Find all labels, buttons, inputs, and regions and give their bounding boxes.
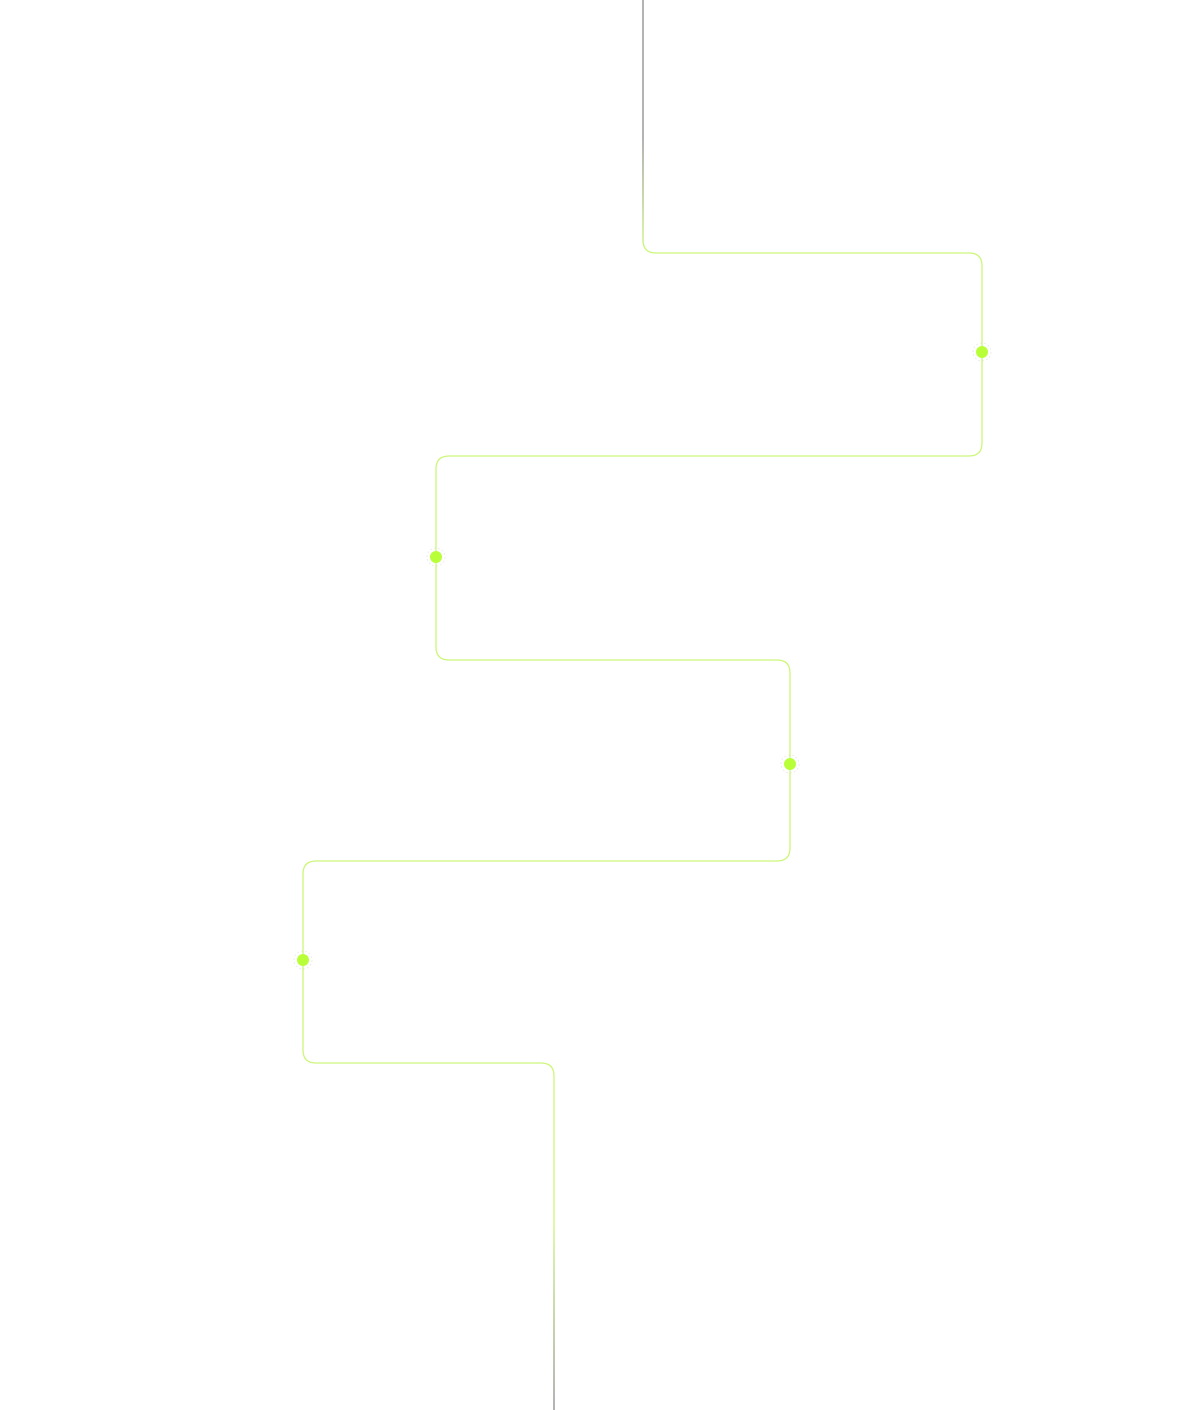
path-main: [302, 252, 983, 1077]
milestone-4: [293, 950, 313, 970]
dot-icon: [784, 758, 796, 770]
dot-halo-icon: [426, 547, 446, 567]
dot-halo-icon: [780, 754, 800, 774]
milestone-3: [780, 754, 800, 774]
dot-icon: [976, 346, 988, 358]
dot-icon: [297, 954, 309, 966]
dot-icon: [430, 551, 442, 563]
milestone-2: [426, 547, 446, 567]
path-lead-in: [642, 0, 657, 254]
dot-halo-icon: [972, 342, 992, 362]
milestone-1: [972, 342, 992, 362]
dot-halo-icon: [293, 950, 313, 970]
